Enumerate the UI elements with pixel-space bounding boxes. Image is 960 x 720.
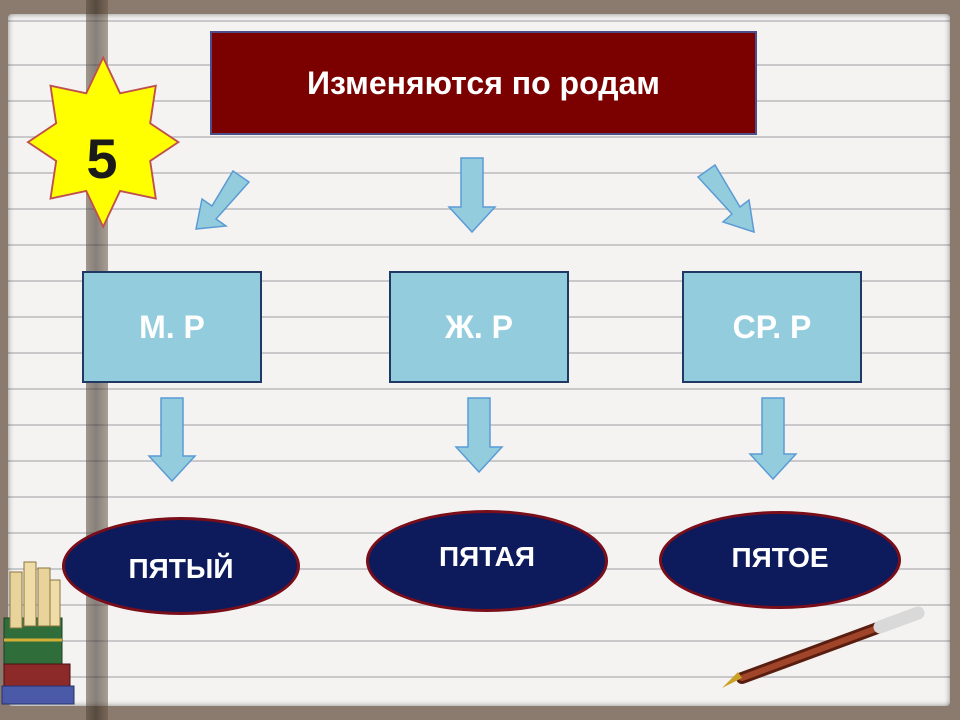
arrow-to-pyatyi: [147, 397, 197, 483]
form-ellipse-pyataya: ПЯТАЯ: [366, 510, 608, 612]
title-text: Изменяются по родам: [307, 64, 660, 101]
form-label: ПЯТАЯ: [439, 541, 535, 572]
arrow-to-feminine: [447, 157, 497, 234]
gender-box-neuter: СР. Р: [682, 271, 862, 383]
badge-star-icon: [26, 55, 181, 229]
gender-box-masculine: М. Р: [82, 271, 262, 383]
gender-label: Ж. Р: [444, 308, 514, 345]
form-ellipse-pyatyi: ПЯТЫЙ: [62, 517, 300, 615]
gender-label: М. Р: [139, 308, 205, 345]
form-label: ПЯТОЕ: [731, 542, 829, 573]
arrow-to-neuter: [696, 163, 755, 234]
scrolls-books-icon: [1, 561, 75, 705]
pen-icon: [722, 606, 925, 688]
arrow-to-pyatoe: [748, 397, 798, 481]
arrow-to-pyataya: [454, 397, 504, 474]
arrow-to-masculine: [195, 169, 251, 230]
form-label: ПЯТЫЙ: [128, 553, 234, 584]
gender-box-feminine: Ж. Р: [389, 271, 569, 383]
gender-label: СР. Р: [732, 308, 812, 345]
title-box: Изменяются по родам: [210, 31, 757, 135]
form-ellipse-pyatoe: ПЯТОЕ: [659, 511, 901, 609]
badge-number: 5: [86, 126, 118, 190]
